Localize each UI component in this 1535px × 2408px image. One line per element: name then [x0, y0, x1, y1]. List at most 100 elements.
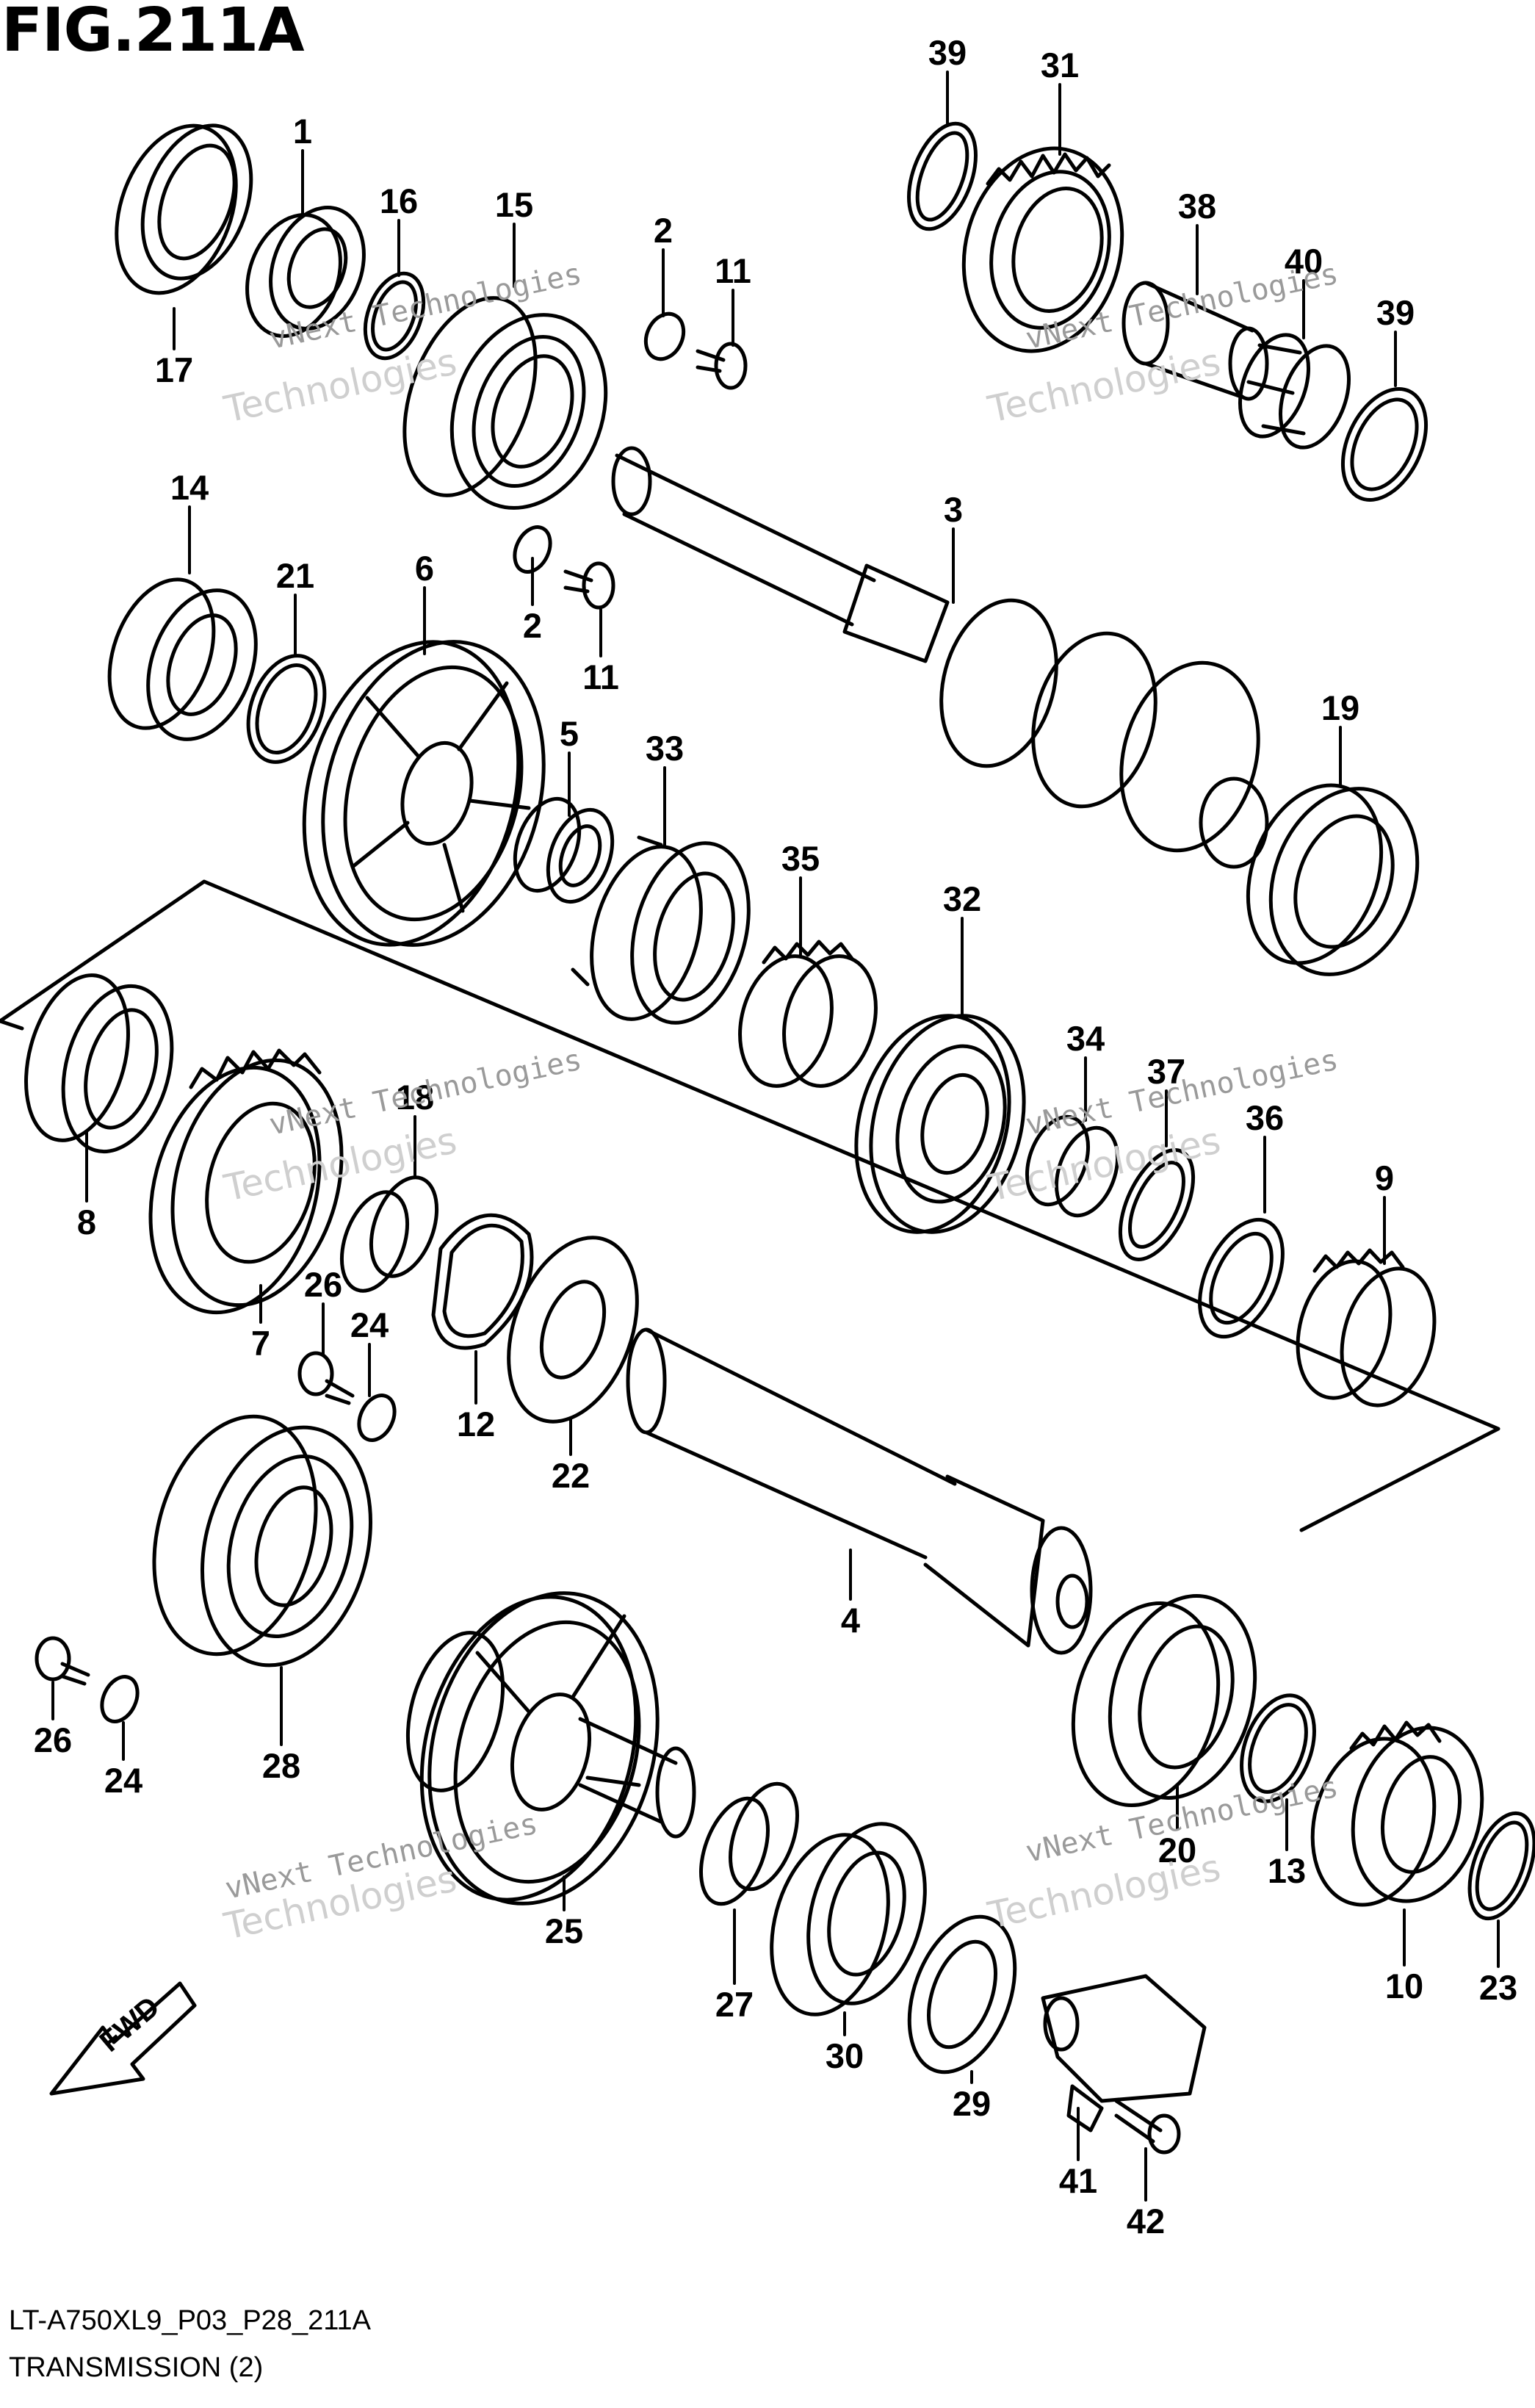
screw-11-top	[696, 342, 748, 390]
callout-label: 10	[1385, 1967, 1423, 2005]
figure-title: FIG.211A	[1, 0, 305, 65]
callout-label: 36	[1246, 1098, 1284, 1137]
callout-label: 27	[715, 1985, 754, 2024]
callout-label: 41	[1059, 2161, 1097, 2200]
callout-label: 7	[251, 1324, 270, 1363]
diagram-code: LT-A750XL9_P03_P28_211A	[9, 2305, 371, 2336]
sensor-41	[1041, 1974, 1207, 2133]
callout-label: 32	[943, 879, 981, 918]
callout-label: 28	[262, 1746, 300, 1785]
circlip-13	[1240, 1693, 1316, 1803]
group-outline	[0, 879, 1500, 1532]
gear-35	[738, 940, 878, 1088]
sleeve-hub-8	[24, 973, 174, 1154]
callout-label: 26	[34, 1720, 72, 1759]
callout-label: 2	[523, 606, 542, 645]
bushing-18	[339, 1175, 439, 1293]
bearing-15	[402, 296, 608, 510]
callout-labels: 1223456789101111121314151617181920212223…	[34, 33, 1517, 2241]
washer-2-mid	[513, 525, 552, 574]
oil-seal-29	[907, 1914, 1017, 2074]
callout-label: 14	[170, 468, 209, 507]
callout-label: 6	[415, 549, 434, 588]
sleeve-hub-33	[571, 835, 751, 1025]
gear-9	[1296, 1248, 1437, 1407]
callout-label: 21	[276, 556, 314, 595]
bearing-30	[770, 1822, 927, 2016]
fwd-badge: FWD	[49, 1981, 197, 2096]
washer-22	[507, 1236, 639, 1424]
callout-label: 11	[715, 251, 751, 290]
washer-37	[1118, 1148, 1196, 1261]
callout-label: 23	[1479, 1968, 1517, 2007]
screw-11-mid	[563, 561, 615, 610]
callout-label: 24	[104, 1761, 142, 1800]
callout-label: 11	[582, 657, 619, 696]
plate-12	[431, 1213, 534, 1350]
callout-label: 42	[1127, 2202, 1165, 2241]
callout-label: 29	[953, 2084, 991, 2123]
washer-24-bottom	[100, 1675, 140, 1723]
callout-label: 18	[396, 1078, 434, 1117]
gear-10	[1310, 1720, 1484, 1907]
callout-label: 33	[646, 729, 684, 768]
callout-label: 37	[1147, 1052, 1185, 1091]
gear-6	[302, 640, 546, 947]
callout-label: 35	[781, 839, 820, 878]
gear-7	[148, 1048, 344, 1315]
gear-25	[405, 1591, 696, 1906]
callout-label: 15	[495, 185, 533, 224]
callout-label: 4	[841, 1601, 860, 1640]
circlip-23	[1467, 1811, 1535, 1921]
washer-24-mid	[357, 1394, 397, 1442]
bearing-28	[152, 1414, 373, 1668]
callout-label: 39	[928, 33, 967, 72]
callout-label: 24	[350, 1305, 389, 1344]
callout-label: 8	[77, 1203, 96, 1241]
callout-label: 25	[545, 1911, 583, 1950]
callout-label: 19	[1321, 688, 1359, 727]
callout-label: 9	[1375, 1158, 1394, 1197]
callout-label: 38	[1178, 187, 1216, 226]
callout-label: 3	[944, 490, 963, 529]
group-outline-open	[0, 1019, 24, 1031]
watermark-text: Technologies	[983, 1846, 1224, 1937]
callout-label: 39	[1376, 293, 1415, 332]
callout-label: 12	[457, 1405, 495, 1443]
needle-bearing-40	[1238, 333, 1351, 450]
circlip-21	[246, 654, 327, 764]
callout-label: 20	[1158, 1831, 1196, 1870]
callout-label: 31	[1041, 46, 1079, 84]
callout-label: 1	[293, 112, 312, 151]
diagram-name: TRANSMISSION (2)	[9, 2352, 264, 2383]
bearing-14	[107, 577, 258, 741]
shaft-4	[626, 1327, 1093, 1655]
oil-seal-17	[115, 123, 253, 295]
callout-label: 2	[654, 211, 673, 250]
callout-label: 16	[380, 181, 418, 220]
watermark-text: Technologies	[983, 340, 1224, 431]
bolt-26-mid	[297, 1351, 355, 1405]
bolt-42	[1114, 2099, 1181, 2155]
callout-label: 30	[826, 2036, 864, 2075]
washer-39-right	[1340, 386, 1429, 502]
bushing-27	[698, 1781, 800, 1906]
bearing-19	[1246, 783, 1420, 976]
watermark-text: vNext Technologies	[1023, 257, 1342, 356]
callout-label: 13	[1268, 1851, 1306, 1890]
washer-2-top	[643, 311, 686, 361]
callout-label: 34	[1066, 1019, 1105, 1058]
callout-label: 40	[1285, 242, 1323, 281]
bolt-26-bottom	[35, 1636, 90, 1686]
callout-label: 22	[552, 1456, 590, 1495]
gear-32	[854, 1014, 1026, 1234]
watermark-text: Technologies	[220, 340, 460, 431]
sleeve-38	[1122, 281, 1269, 401]
washer-39-top	[906, 121, 978, 231]
needle-bearing-34	[1025, 1114, 1120, 1218]
needle-bearing-5	[513, 796, 615, 904]
leader-lines	[51, 71, 1500, 2202]
